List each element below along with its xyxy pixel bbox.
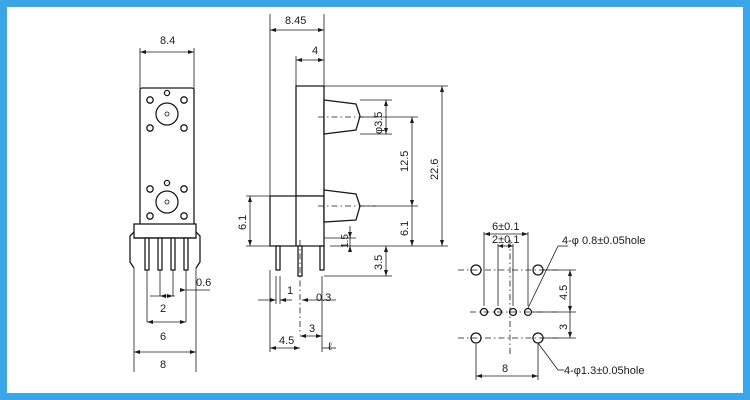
- front-base: [133, 223, 197, 239]
- dim-pin-w2: 0.3: [316, 292, 331, 304]
- large-hole-bl: [470, 332, 482, 344]
- side-pin-right: [319, 245, 325, 271]
- front-view: 8.4: [129, 35, 211, 372]
- dim-width-bottom: 8: [160, 359, 166, 371]
- dim-pin-span: 6: [160, 331, 166, 343]
- dim-pin-x2: 3: [309, 323, 315, 335]
- small-hole-3: [508, 307, 518, 317]
- pin-4: [183, 237, 189, 271]
- dim-body-height: 6.1: [237, 215, 249, 230]
- dim-pin-length: 3.5: [373, 255, 385, 270]
- label-small-hole: 4-φ 0.8±0.05hole: [562, 235, 646, 247]
- dim-3: 3: [558, 324, 570, 330]
- footprint: 6±0.1 2±0.1 4-φ 0.8±0.05hole 4.5 3 4-φ1.…: [458, 221, 646, 380]
- small-hole-1: [479, 307, 489, 317]
- dim-pin-bend: 1.5: [340, 234, 351, 248]
- dim-2: 2±0.1: [492, 234, 519, 246]
- pin-1: [144, 237, 150, 271]
- dim-6: 6±0.1: [492, 221, 519, 233]
- dim-4-5: 4.5: [558, 285, 570, 300]
- dim-pin-pitch: 2: [160, 303, 166, 315]
- dim-overall-height: 22.6: [429, 159, 441, 180]
- dim-shaft-dia: φ3.5: [373, 112, 385, 134]
- dim-pin-x1: 4.5: [279, 335, 294, 347]
- upper-shaft-circle: [155, 102, 179, 126]
- dim-shaft-width: 4: [312, 45, 318, 57]
- dim-width-top: 8.4: [160, 35, 175, 47]
- small-hole-2: [493, 307, 503, 317]
- dim-pin-offset: 0.6: [196, 277, 211, 289]
- large-hole-tl: [470, 264, 482, 276]
- pin-3: [170, 237, 176, 271]
- label-large-hole: 4-φ1.3±0.05hole: [564, 365, 644, 377]
- side-pin-left: [275, 245, 281, 271]
- dim-pin-w1: 1: [287, 285, 293, 297]
- front-plate: [139, 87, 195, 229]
- dim-shaft-gap: 12.5: [399, 151, 411, 172]
- dim-8: 8: [502, 363, 508, 375]
- lower-shaft-circle: [155, 190, 179, 214]
- dim-pin-l: ℓ: [328, 341, 332, 353]
- dim-lower-shaft: 6.1: [399, 221, 411, 236]
- dim-overall-width: 8.45: [285, 15, 306, 27]
- side-view: 8.45 4 φ3.5 12.5: [237, 14, 448, 353]
- pin-2: [157, 237, 163, 271]
- small-hole-4: [523, 307, 533, 317]
